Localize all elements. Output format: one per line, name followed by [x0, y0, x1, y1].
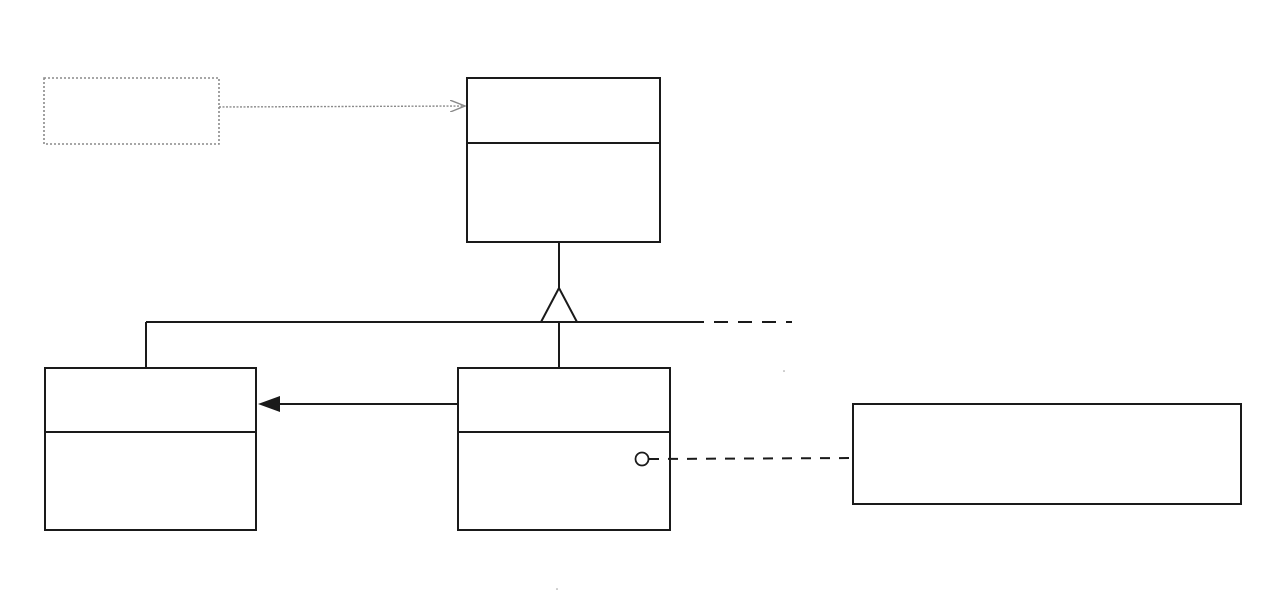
composite-to-leaf-arrowhead	[258, 396, 280, 412]
note-anchor-circle	[634, 451, 650, 467]
scan-speck	[556, 588, 558, 590]
note-link-line	[648, 457, 853, 460]
component-class-box	[466, 77, 661, 243]
leaf-class-box	[44, 367, 257, 531]
note-box	[852, 403, 1242, 505]
inheritance-triangle	[539, 285, 579, 323]
composite-class-box	[457, 367, 671, 531]
client-association-arrow	[218, 106, 465, 107]
scan-speck	[783, 370, 785, 372]
client-class-box	[43, 77, 220, 145]
